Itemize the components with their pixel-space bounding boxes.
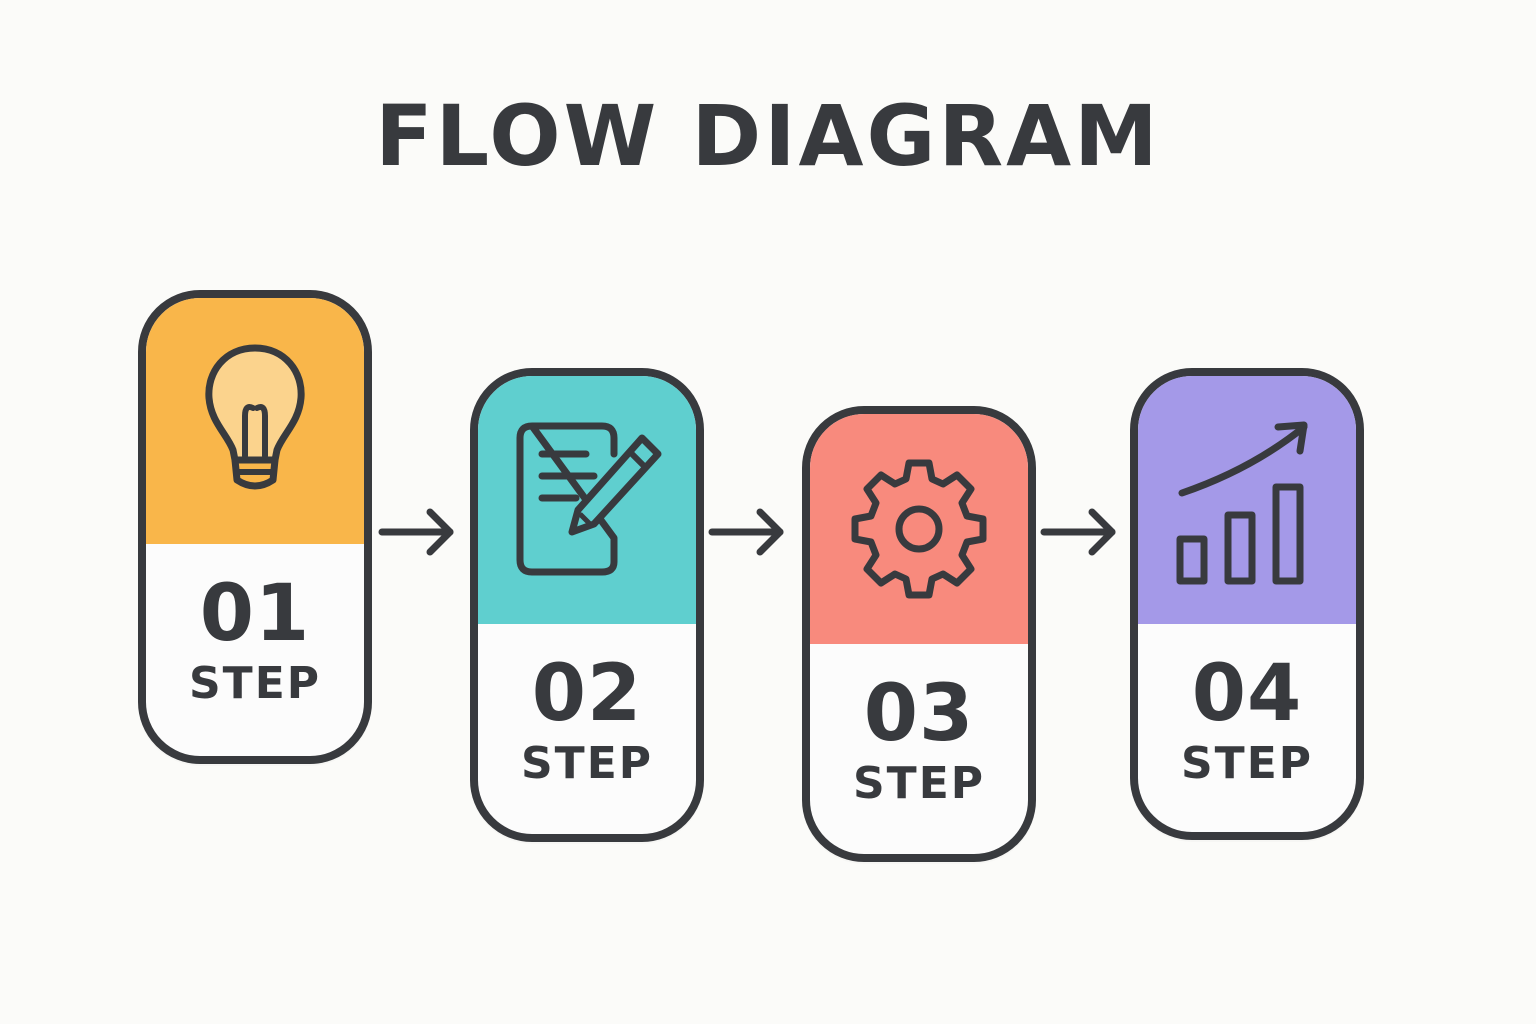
step-body-03: 03 STEP	[810, 674, 1028, 808]
step-label: STEP	[852, 758, 985, 809]
step-label: STEP	[188, 658, 321, 709]
document-pencil-icon	[516, 422, 662, 576]
arrow-right-icon	[1040, 508, 1116, 556]
step-card-02: 02 STEP	[470, 368, 704, 842]
growth-chart-icon	[1176, 421, 1308, 585]
step-card-01: 01 STEP	[138, 290, 372, 764]
step-label: STEP	[1180, 738, 1313, 789]
step-card-03: 03 STEP	[802, 406, 1036, 862]
step-header-02	[478, 376, 696, 624]
step-header-03	[810, 414, 1028, 644]
gear-icon	[851, 459, 987, 599]
arrow-right-icon	[378, 508, 454, 556]
diagram-title: FLOW DIAGRAM	[375, 87, 1161, 185]
step-header-04	[1138, 376, 1356, 624]
step-body-02: 02 STEP	[478, 654, 696, 788]
step-body-01: 01 STEP	[146, 574, 364, 708]
step-number: 04	[1191, 649, 1303, 739]
step-card-04: 04 STEP	[1130, 368, 1364, 840]
lightbulb-icon	[205, 344, 305, 490]
arrow-right-icon	[708, 508, 784, 556]
step-header-01	[146, 298, 364, 544]
step-number: 02	[531, 649, 643, 739]
step-body-04: 04 STEP	[1138, 654, 1356, 788]
step-number: 03	[863, 669, 975, 759]
step-number: 01	[199, 569, 311, 659]
step-label: STEP	[520, 738, 653, 789]
